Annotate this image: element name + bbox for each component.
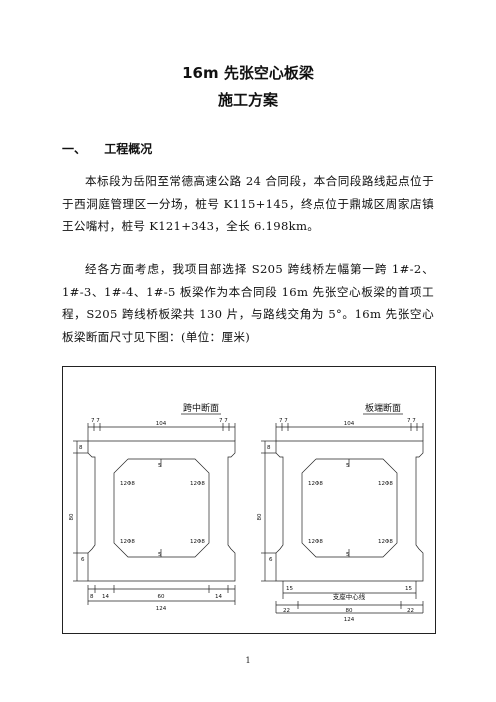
- left-void-bottom-label: 5: [158, 552, 162, 558]
- left-rebar-tl: 12Φ8: [120, 481, 135, 487]
- section-number: 一、: [62, 142, 87, 156]
- left-rebar-tr: 12Φ8: [190, 481, 205, 487]
- left-bottom-side-label: 8: [90, 594, 94, 600]
- doc-title-line1: 16m 先张空心板梁: [182, 64, 314, 82]
- right-end-left-label: 15: [286, 586, 293, 592]
- paragraph-overview: 本标段为岳阳至常德高速公路 24 合同段，本合同段路线起点位于于西洞庭管理区一分…: [62, 174, 434, 233]
- section-heading: 一、 工程概况: [62, 140, 152, 157]
- right-void-top-label: 5: [346, 463, 350, 469]
- cross-section-drawing: 跨中断面: [69, 402, 424, 623]
- right-end-right-label: 15: [405, 586, 412, 592]
- right-rebar-tr: 12Φ8: [378, 481, 393, 487]
- right-height-label: 80: [257, 513, 263, 520]
- right-top-small-dims: 7 7: [279, 418, 288, 424]
- support-centerline-label: 支座中心线: [333, 592, 366, 601]
- left-chamfer-label: 6: [81, 557, 85, 563]
- cross-section-figure: 跨中断面: [62, 366, 436, 634]
- right-bottom-right-label: 22: [407, 608, 414, 614]
- doc-title-line2: 施工方案: [217, 91, 278, 109]
- right-bottom-mid-label: 80: [346, 608, 353, 614]
- right-section-title: 板端断面: [365, 402, 401, 414]
- right-rebar-br: 12Φ8: [378, 539, 393, 545]
- left-bottom-14a: 14: [102, 594, 109, 600]
- left-bottom-14b: 14: [215, 594, 222, 600]
- right-rebar-tl: 12Φ8: [308, 481, 323, 487]
- left-section-title: 跨中断面: [183, 402, 219, 414]
- left-top-small-dims-right: 7 7: [219, 418, 228, 424]
- left-rebar-bl: 12Φ8: [120, 539, 135, 545]
- right-flange-label: 8: [267, 445, 271, 451]
- left-height-label: 80: [69, 513, 75, 520]
- left-flange-label: 8: [79, 445, 83, 451]
- right-chamfer-label: 6: [269, 557, 273, 563]
- right-top-width-label: 104: [344, 421, 355, 427]
- left-void-top-label: 5: [158, 463, 162, 469]
- left-top-width-label: 104: [156, 421, 167, 427]
- right-void-bottom-label: 5: [346, 552, 350, 558]
- right-bottom-left-label: 22: [283, 608, 290, 614]
- paragraph-selection: 经各方面考虑，我项目部选择 S205 跨线桥左幅第一跨 1#-2、1#-3、1#…: [62, 262, 434, 344]
- right-rebar-bl: 12Φ8: [308, 539, 323, 545]
- right-top-small-dims-right: 7 7: [407, 418, 416, 424]
- left-rebar-br: 12Φ8: [190, 539, 205, 545]
- left-bottom-width-label: 124: [156, 606, 167, 612]
- left-top-small-dims: 7 7: [91, 418, 100, 424]
- left-void-width-label: 60: [158, 594, 165, 600]
- page-number: 1: [245, 656, 251, 665]
- section-title: 工程概况: [104, 142, 153, 156]
- right-bottom-width-label: 124: [344, 617, 355, 623]
